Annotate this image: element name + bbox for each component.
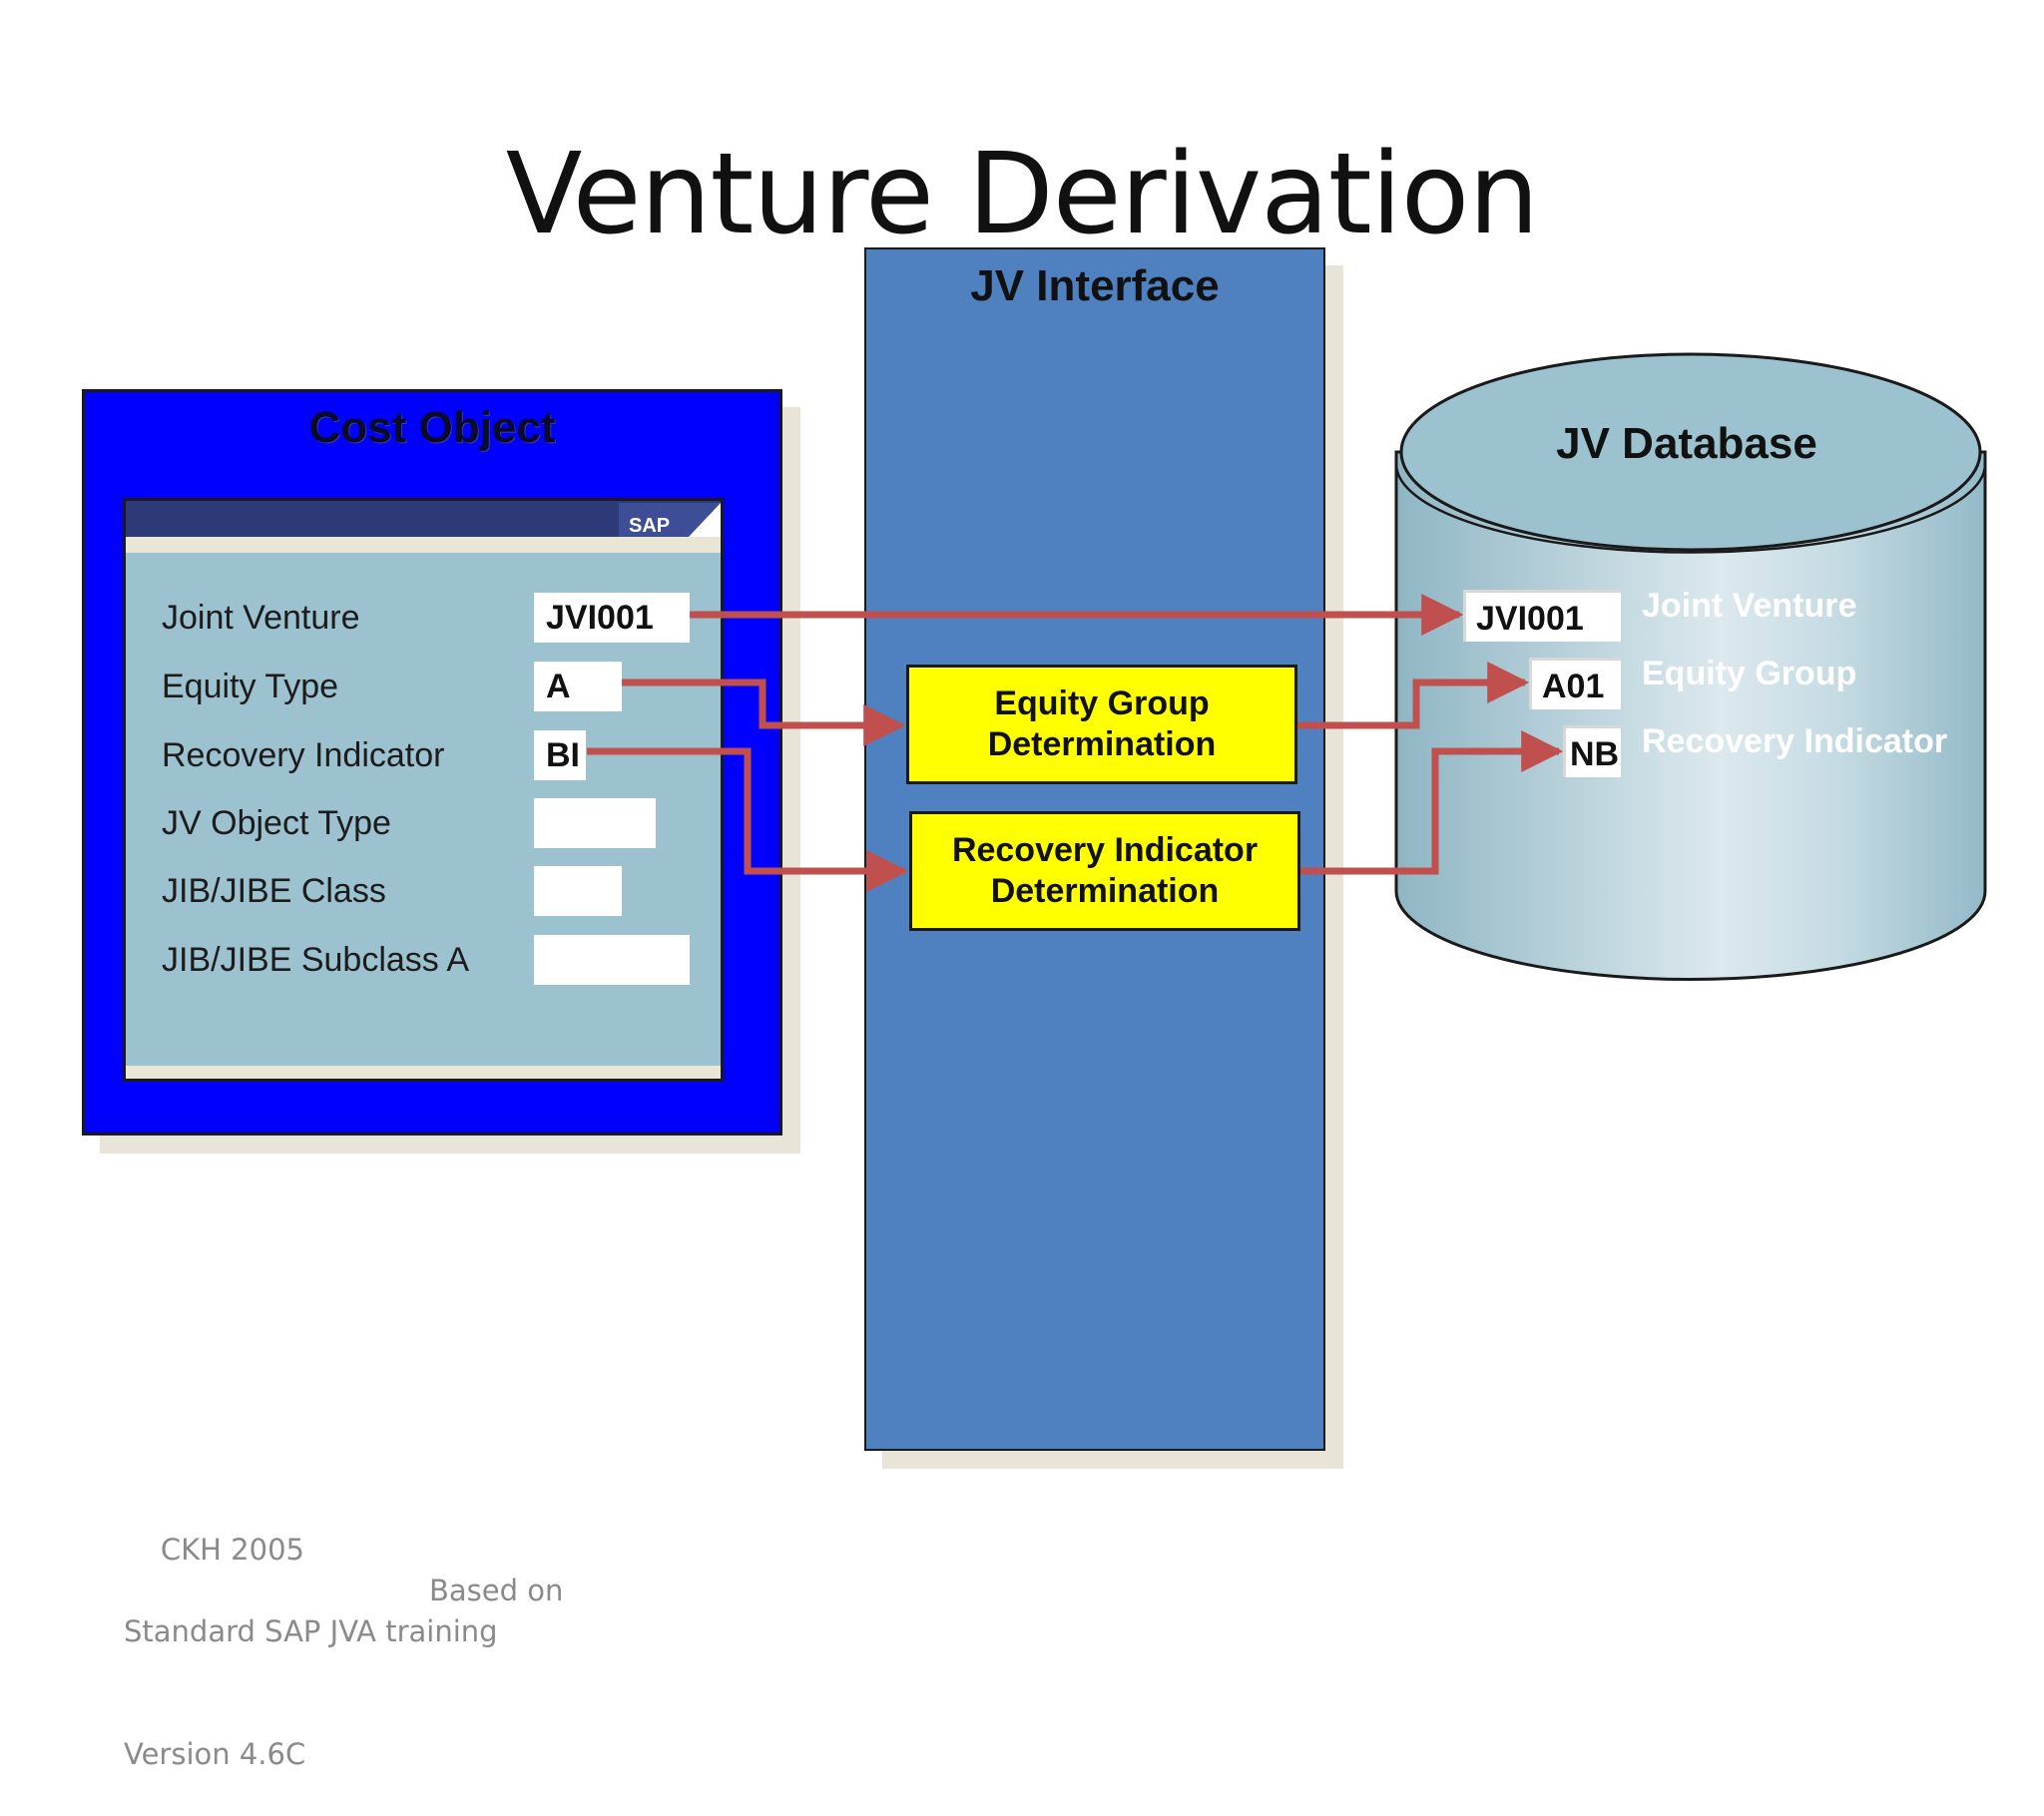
db-recovery-indicator-value: NB [1563, 725, 1621, 777]
sap-window-status-strip [126, 1066, 721, 1079]
cost-object-title: Cost Object [308, 403, 556, 452]
field-label-jib-jibe-class: JIB/JIBE Class [162, 872, 386, 910]
joint-venture-field[interactable]: JVI001 [534, 593, 690, 643]
footer-line1-right: Based on [429, 1574, 564, 1607]
equity-group-determination-box: Equity Group Determination [906, 665, 1297, 784]
jv-database-title: JV Database [1556, 419, 1817, 468]
equity-group-determination-line1: Equity Group [994, 684, 1210, 722]
jib-jibe-subclass-a-field[interactable] [534, 935, 690, 985]
field-label-jib-jibe-subclass-a: JIB/JIBE Subclass A [162, 941, 470, 979]
field-label-recovery-indicator: Recovery Indicator [162, 736, 445, 774]
field-label-jv-object-type: JV Object Type [162, 804, 391, 842]
db-joint-venture-value: JVI001 [1463, 590, 1621, 642]
field-label-joint-venture: Joint Venture [162, 599, 360, 637]
recovery-indicator-determination-line1: Recovery Indicator [951, 831, 1259, 869]
db-label-equity-group: Equity Group [1642, 655, 1857, 692]
footer-line1-left: CKH 2005 [160, 1533, 304, 1567]
db-label-recovery-indicator: Recovery Indicator [1642, 722, 1948, 760]
footer-note: CKH 2005 Based on Standard SAP JVA train… [124, 1407, 563, 1816]
sap-window-toolbar-strip [126, 537, 721, 553]
footer-line3: Version 4.6C [124, 1737, 306, 1771]
recovery-indicator-field[interactable]: BI [534, 730, 586, 780]
sap-logo-text: SAP [629, 515, 670, 537]
slide-title: Venture Derivation [505, 130, 1540, 259]
footer-line2: Standard SAP JVA training [124, 1614, 498, 1648]
recovery-indicator-determination-box: Recovery Indicator Determination [909, 811, 1300, 931]
sap-logo: SAP [619, 503, 721, 537]
db-label-joint-venture: Joint Venture [1642, 587, 1857, 625]
jv-interface-title: JV Interface [970, 261, 1220, 310]
recovery-indicator-determination-line2: Determination [990, 872, 1220, 910]
equity-group-determination-line2: Determination [987, 725, 1217, 763]
jib-jibe-class-field[interactable] [534, 866, 622, 916]
field-label-equity-type: Equity Type [162, 668, 339, 705]
jv-object-type-field[interactable] [534, 798, 656, 848]
sap-window [123, 498, 724, 1082]
db-equity-group-value: A01 [1529, 658, 1621, 709]
equity-type-field[interactable]: A [534, 662, 622, 711]
